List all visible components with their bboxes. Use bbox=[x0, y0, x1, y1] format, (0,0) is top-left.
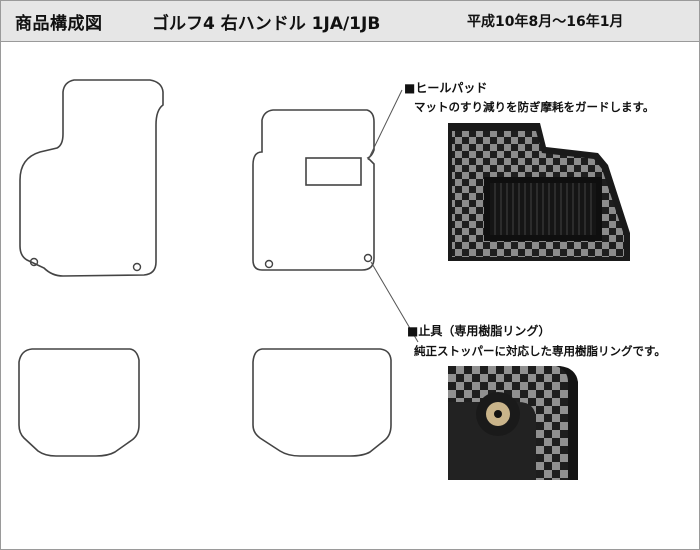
rear-left-mat-outline bbox=[18, 348, 140, 457]
heel-pad-photo bbox=[448, 123, 630, 261]
fastener-title: ■止具（専用樹脂リング） bbox=[407, 324, 551, 338]
fastener-hole bbox=[264, 259, 274, 269]
production-period: 平成10年8月～16年1月 bbox=[467, 14, 624, 30]
heel-pad-leader-line bbox=[367, 89, 403, 161]
fastener-leader-line bbox=[370, 261, 419, 343]
header-bar: 商品構成図 ゴルフ4 右ハンドル 1JA/1JB 平成10年8月～16年1月 bbox=[1, 1, 699, 42]
fastener-hole bbox=[363, 253, 373, 263]
fastener-hole bbox=[132, 262, 142, 272]
rear-right-mat-outline bbox=[252, 348, 392, 457]
driver-mat-outline bbox=[19, 79, 164, 277]
mat-layout-diagram bbox=[18, 79, 419, 457]
model-name: ゴルフ4 右ハンドル 1JA/1JB bbox=[152, 14, 381, 34]
heel-pad-title: ■ヒールパッド bbox=[404, 81, 488, 95]
fastener-photo bbox=[448, 366, 578, 480]
fastener-description: 純正ストッパーに対応した専用樹脂リングです。 bbox=[414, 344, 666, 358]
heel-pad-description: マットのすり減りを防ぎ摩耗をガードします。 bbox=[414, 100, 655, 114]
page-title: 商品構成図 bbox=[15, 14, 103, 34]
heel-pad-outline bbox=[305, 157, 362, 186]
passenger-mat-outline bbox=[252, 109, 375, 271]
fastener-hole bbox=[29, 257, 39, 267]
